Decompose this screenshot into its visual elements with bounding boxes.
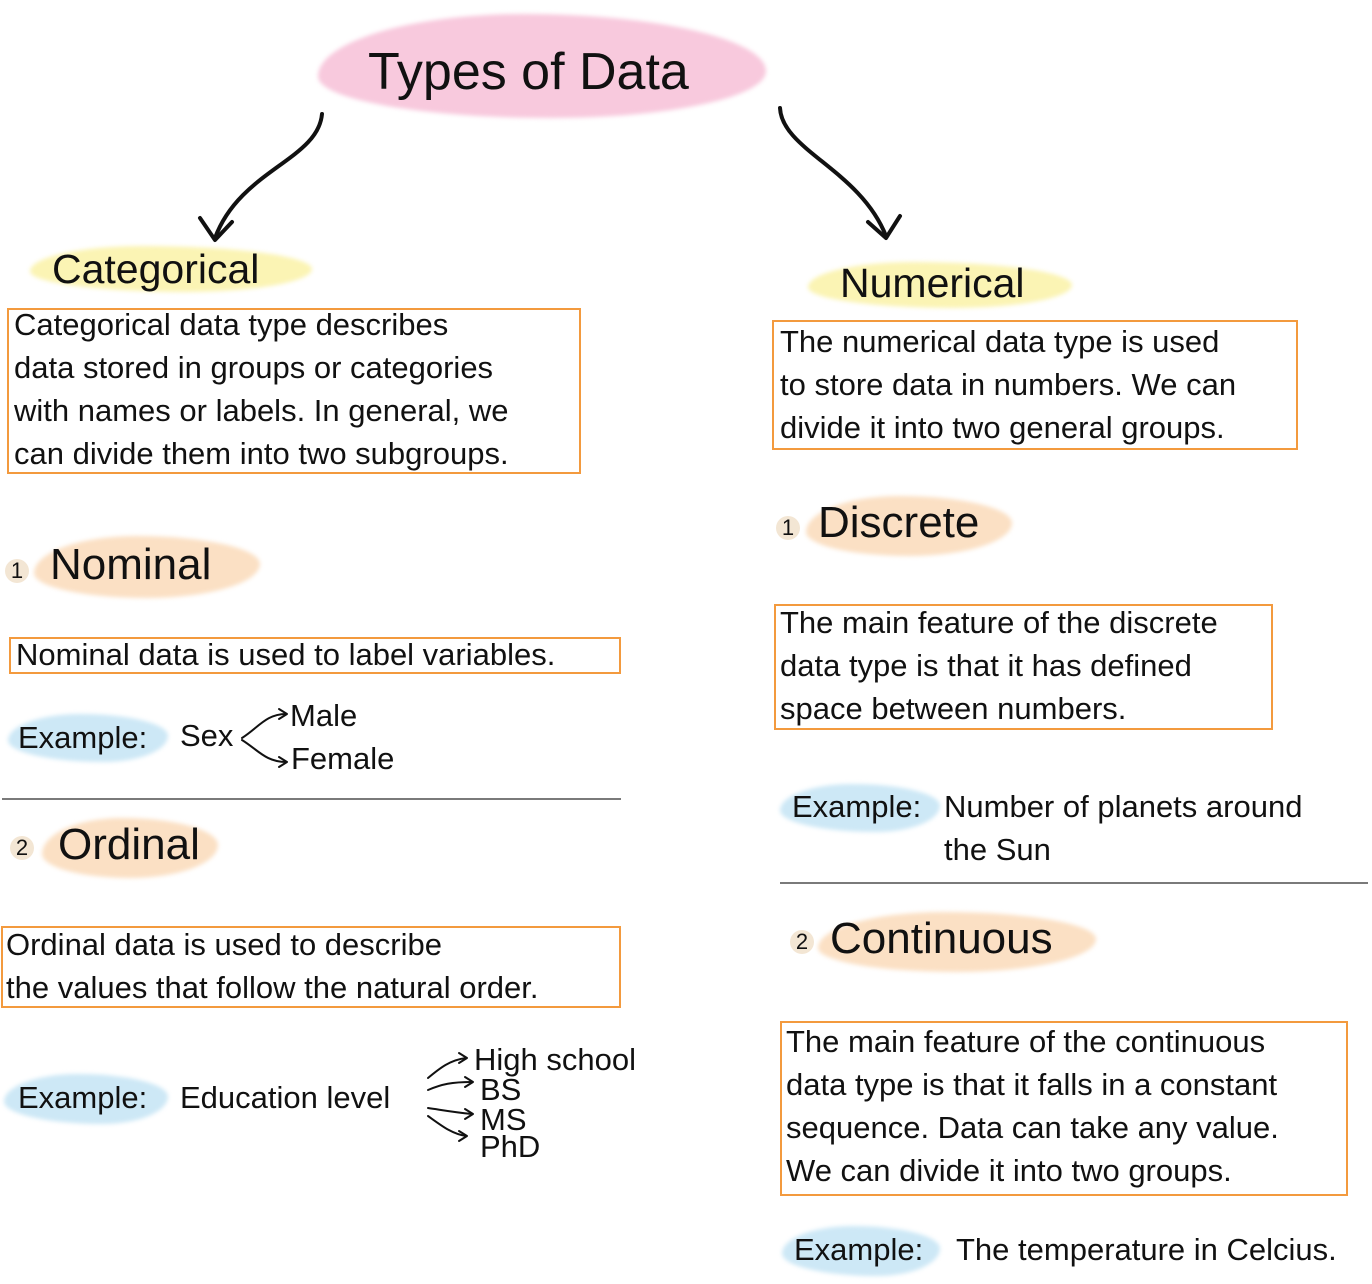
continuous-example-label: Example: <box>794 1232 924 1267</box>
nominal-example-value-male: Male <box>290 698 358 733</box>
nominal-example-label: Example: <box>18 720 148 755</box>
nominal-highlight <box>34 536 260 598</box>
ordinal-highlight <box>42 818 218 878</box>
categorical-highlight <box>30 246 312 292</box>
nominal-example-subject: Sex <box>180 718 234 753</box>
discrete-example-label: Example: <box>792 789 922 824</box>
discrete-example-text: Number of planets around the Sun <box>944 789 1303 867</box>
numerical-divider <box>780 882 1368 884</box>
continuous-heading: Continuous <box>830 914 1053 963</box>
discrete-example-highlight <box>780 784 940 832</box>
continuous-number: 2 <box>790 930 814 954</box>
ordinal-heading: Ordinal <box>58 820 200 869</box>
numerical-highlight <box>808 262 1072 308</box>
branch-arrow-ms <box>427 1107 473 1115</box>
nominal-example-highlight <box>8 714 168 762</box>
arrow-to-categorical <box>213 112 324 240</box>
branch-arrow-male <box>241 713 287 739</box>
branch-arrow-phd <box>427 1115 467 1137</box>
discrete-highlight <box>806 496 1012 556</box>
arrowhead-categorical <box>198 216 234 242</box>
nominal-description-box <box>9 637 621 674</box>
categorical-description-box <box>7 308 581 474</box>
branch-arrow-female <box>241 739 287 763</box>
ordinal-example-value-ms: MS <box>480 1102 527 1137</box>
discrete-heading: Discrete <box>818 498 980 547</box>
numerical-description: The numerical data type is used to store… <box>780 324 1237 445</box>
nominal-example-value-female: Female <box>291 741 395 776</box>
ordinal-example-label: Example: <box>18 1080 148 1115</box>
ordinal-description-box <box>1 926 621 1008</box>
discrete-description: The main feature of the discrete data ty… <box>780 605 1218 726</box>
ordinal-example-value-phd: PhD <box>480 1129 541 1164</box>
title-highlight <box>318 14 766 118</box>
branch-arrow-highschool <box>427 1057 467 1079</box>
continuous-example-text: The temperature in Celcius. <box>956 1232 1337 1267</box>
nominal-number: 1 <box>5 559 29 583</box>
categorical-description: Categorical data type describes data sto… <box>14 307 509 471</box>
discrete-number: 1 <box>776 516 800 540</box>
arrowhead-numerical <box>866 214 902 240</box>
branch-arrow-bs <box>427 1081 473 1091</box>
ordinal-description: Ordinal data is used to describe the val… <box>6 927 539 1005</box>
continuous-highlight <box>818 912 1096 972</box>
ordinal-number: 2 <box>10 836 34 860</box>
ordinal-example-highlight <box>4 1074 168 1124</box>
numerical-description-box <box>772 320 1298 450</box>
arrow-to-numerical <box>778 106 888 238</box>
page-title: Types of Data <box>368 43 689 101</box>
ordinal-example-value-bs: BS <box>480 1072 522 1107</box>
categorical-heading: Categorical <box>52 246 260 292</box>
discrete-description-box <box>774 604 1273 730</box>
continuous-description-box <box>780 1021 1348 1196</box>
continuous-example-highlight <box>782 1226 940 1276</box>
continuous-description: The main feature of the continuous data … <box>786 1024 1279 1188</box>
nominal-heading: Nominal <box>50 540 212 589</box>
categorical-divider <box>2 798 621 800</box>
numerical-heading: Numerical <box>840 260 1025 306</box>
nominal-description: Nominal data is used to label variables. <box>16 637 556 672</box>
ordinal-example-subject: Education level <box>180 1080 391 1115</box>
ordinal-example-value-highschool: High school <box>474 1042 636 1077</box>
